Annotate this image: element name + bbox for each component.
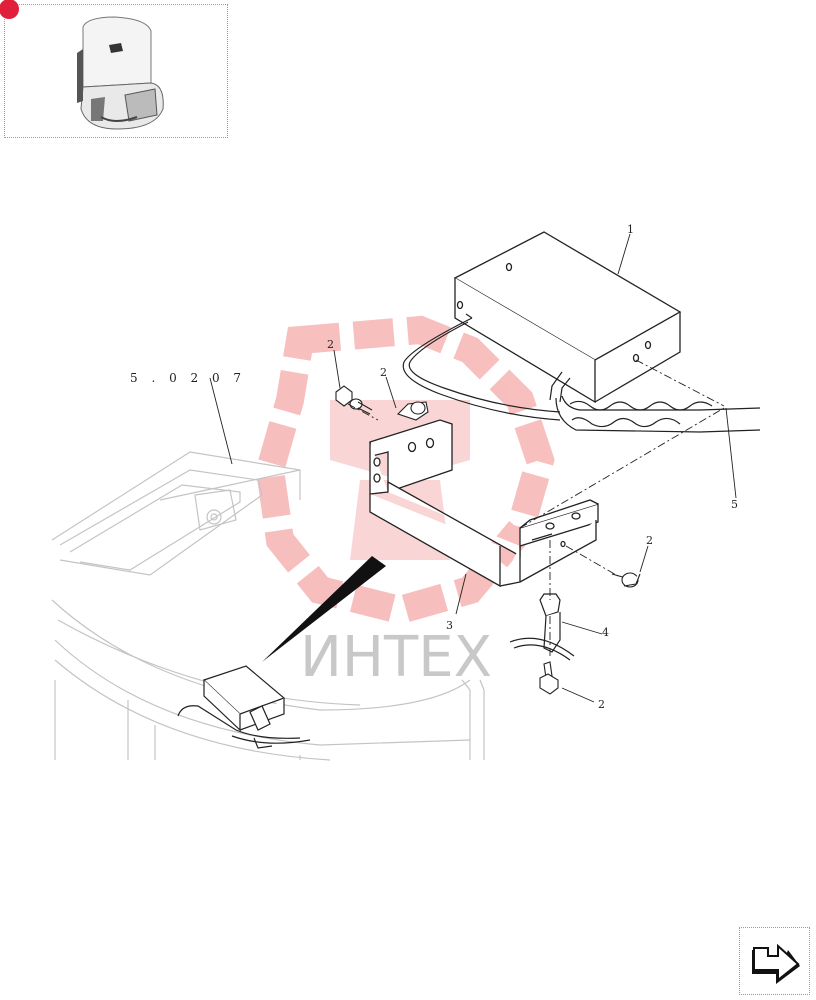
callout-2-a: 2 xyxy=(327,338,334,351)
callout-2-d: 2 xyxy=(598,698,605,711)
callout-1: 1 xyxy=(627,223,634,236)
next-page-arrow-icon xyxy=(752,943,800,984)
machine-thumbnail-icon xyxy=(77,16,164,130)
screw-top-mid xyxy=(396,401,429,421)
next-page-button[interactable] xyxy=(739,927,810,995)
callout-2-b: 2 xyxy=(380,366,387,379)
reference-label: 5 . 0 2 0 7 xyxy=(130,371,246,385)
watermark-text: ИНТЕХ xyxy=(300,625,492,690)
wire-harness xyxy=(402,313,761,433)
detail-inset xyxy=(177,665,311,749)
screw-bottom xyxy=(539,661,559,695)
callout-5: 5 xyxy=(731,498,738,511)
screw-top-left xyxy=(335,385,373,415)
watermark-logo xyxy=(255,315,555,625)
overview-thumbnail[interactable] xyxy=(0,0,228,138)
leader-lines xyxy=(209,233,737,703)
control-box xyxy=(453,231,682,404)
alignment-lines xyxy=(347,359,725,656)
callout-4: 4 xyxy=(602,626,609,639)
page-badge xyxy=(0,0,19,19)
machine-outline xyxy=(51,451,485,761)
callout-3: 3 xyxy=(446,619,453,632)
screw-right xyxy=(611,572,641,588)
bracket xyxy=(369,419,599,588)
cable-clip xyxy=(509,593,575,661)
callout-2-c: 2 xyxy=(646,534,653,547)
detail-pointer xyxy=(262,556,386,662)
